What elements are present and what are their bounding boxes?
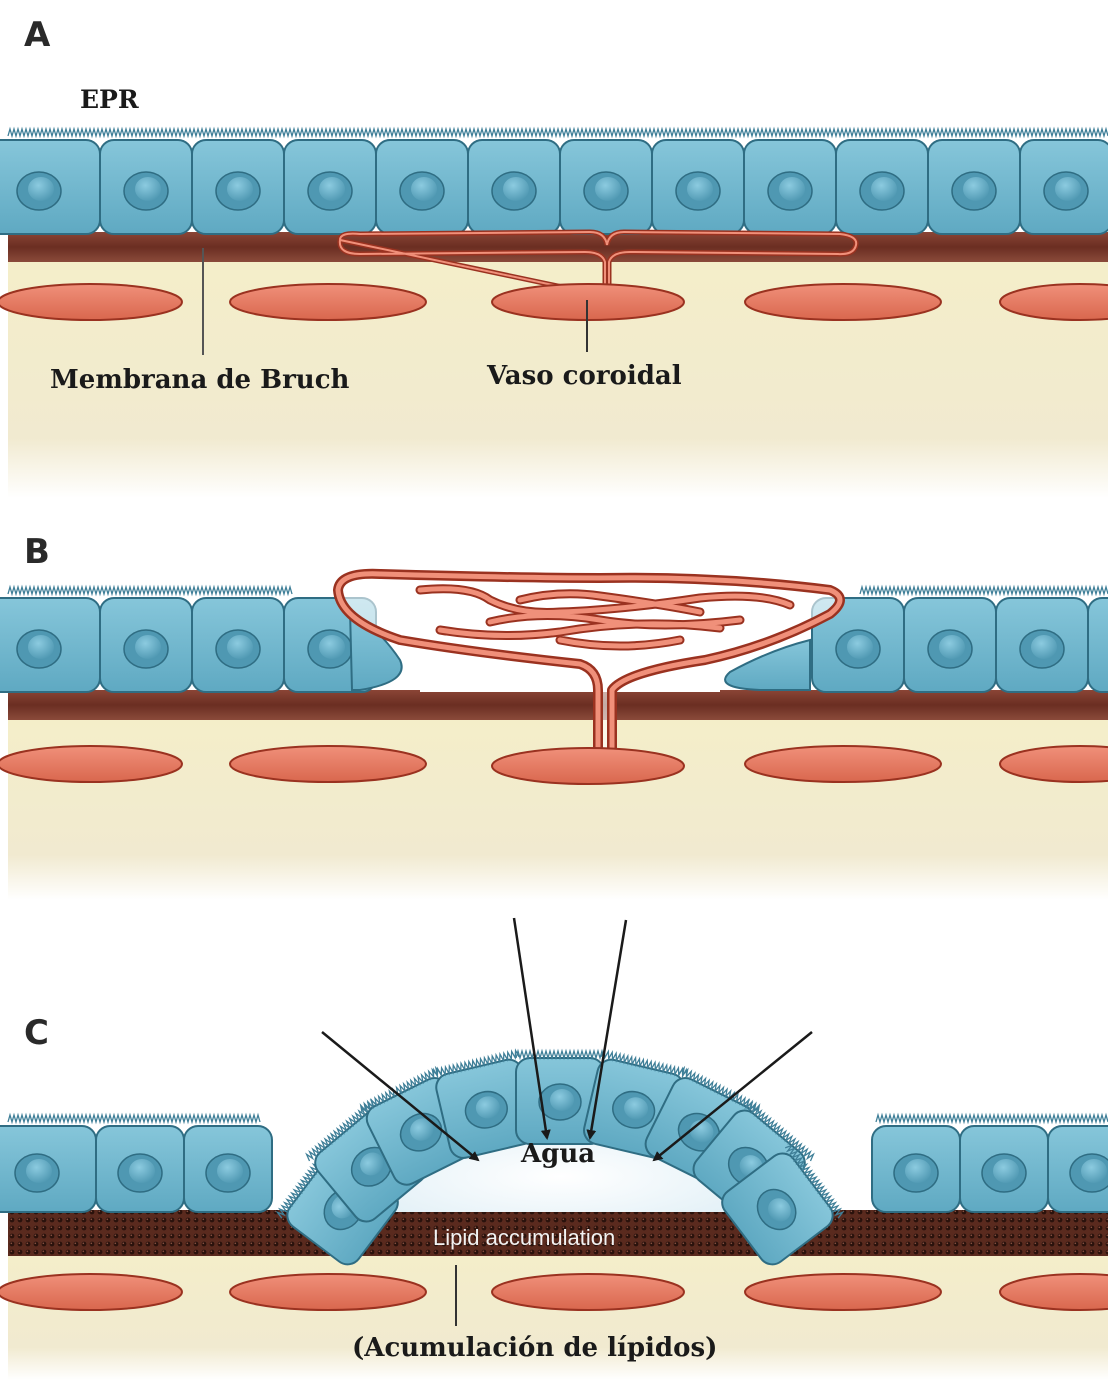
nucleolus — [963, 177, 989, 201]
nucleolus — [28, 177, 54, 201]
microvilli — [8, 129, 1108, 136]
choroidal-vessel — [0, 746, 182, 782]
nucleolus — [411, 177, 437, 201]
panel-a: A EPR Membrana de Bruch Vaso coroidal — [0, 15, 1108, 498]
rpe-cell — [192, 598, 284, 692]
nucleolus — [227, 177, 253, 201]
rpe-cell — [652, 140, 744, 234]
choroidal-vessel — [230, 746, 426, 782]
vessel-label: Vaso coroidal — [486, 361, 682, 391]
bruch-label: Membrana de Bruch — [50, 365, 350, 395]
rpe-cell — [904, 598, 996, 692]
nucleolus — [217, 1159, 243, 1183]
nucleolus — [26, 1159, 52, 1183]
rpe-cell — [100, 140, 192, 234]
nucleolus — [135, 177, 161, 201]
nucleolus — [1055, 177, 1081, 201]
rpe-cell — [960, 1126, 1048, 1212]
choroidal-vessel — [230, 1274, 426, 1310]
nucleolus — [595, 177, 621, 201]
nucleolus — [847, 635, 873, 659]
nucleolus — [993, 1159, 1019, 1183]
nucleolus — [319, 635, 345, 659]
nucleolus — [1031, 635, 1057, 659]
nucleolus — [319, 177, 345, 201]
panel-letter-b: B — [24, 532, 50, 572]
sub-rpe-space — [420, 680, 720, 692]
choroidal-vessel — [745, 746, 941, 782]
choroidal-vessel — [492, 748, 684, 784]
rpe-cell — [184, 1126, 272, 1212]
water-label: Agua — [520, 1139, 595, 1169]
panel-letter-c: C — [24, 1013, 49, 1053]
rpe-cell — [192, 140, 284, 234]
choroidal-vessel — [0, 284, 182, 320]
panel-letter-a: A — [24, 15, 51, 55]
rpe-cell — [872, 1126, 960, 1212]
choroidal-vessel — [745, 284, 941, 320]
epr-label: EPR — [80, 85, 139, 114]
choroidal-vessel — [230, 284, 426, 320]
nucleolus — [1081, 1159, 1107, 1183]
nucleolus — [905, 1159, 931, 1183]
rpe-cell — [284, 140, 376, 234]
choroid-layer — [8, 720, 1108, 900]
nucleolus — [687, 177, 713, 201]
rpe-cell — [560, 140, 652, 234]
rpe-cell — [1088, 598, 1108, 692]
choroidal-vessel — [745, 1274, 941, 1310]
microvilli — [8, 587, 292, 594]
rpe-cell — [836, 140, 928, 234]
microvilli — [8, 1115, 260, 1122]
lipid-label-en: Lipid accumulation — [433, 1225, 615, 1250]
microvilli — [860, 587, 1108, 594]
nucleolus — [871, 177, 897, 201]
panel-c: C Agua Lipid accumulation (Acumulación d… — [0, 918, 1108, 1380]
microvilli — [876, 1115, 1108, 1122]
rpe-cell — [376, 140, 468, 234]
nucleolus — [939, 635, 965, 659]
panel-b: B — [0, 532, 1108, 900]
rpe-cell — [996, 598, 1088, 692]
bruch-membrane — [8, 690, 1108, 720]
lipid-label-es: (Acumulación de lípidos) — [352, 1333, 717, 1363]
rpe-cell-row — [0, 129, 1108, 234]
rpe-cell — [0, 140, 100, 234]
nucleolus — [135, 635, 161, 659]
nucleolus — [779, 177, 805, 201]
nucleolus — [28, 635, 54, 659]
choroidal-vessel — [492, 1274, 684, 1310]
rpe-cell — [100, 598, 192, 692]
choroidal-vessel — [0, 1274, 182, 1310]
nucleolus — [227, 635, 253, 659]
rpe-cell — [1048, 1126, 1108, 1212]
rpe-cell — [928, 140, 1020, 234]
rpe-cell — [468, 140, 560, 234]
bruch-membrane — [8, 232, 1108, 262]
rpe-cell — [96, 1126, 184, 1212]
rpe-cell — [1020, 140, 1108, 234]
rpe-cell — [744, 140, 836, 234]
rpe-cell — [0, 598, 100, 692]
nucleolus — [129, 1159, 155, 1183]
nucleolus — [503, 177, 529, 201]
rpe-cell — [0, 1126, 96, 1212]
